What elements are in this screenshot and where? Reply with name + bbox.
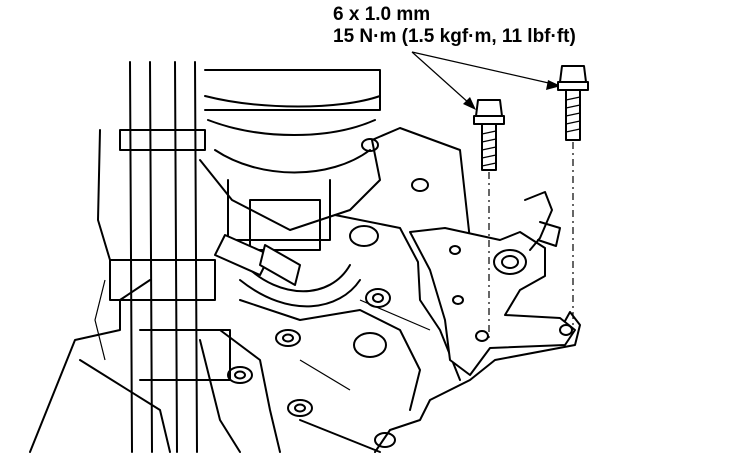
torque-callout: 6 x 1.0 mm 15 N·m (1.5 kgf·m, 11 lbf·ft) [333,4,576,48]
torque-spec-label: 15 N·m (1.5 kgf·m, 11 lbf·ft) [333,26,576,47]
thread-spec-label: 6 x 1.0 mm [333,4,431,25]
callout-leader-arrows [411,51,561,110]
detent-lever-bracket [409,191,576,376]
transmission-housing [29,127,581,453]
flange-bolt-right [557,65,589,326]
gear-assembly [204,69,381,308]
flange-bolt-left [473,99,505,338]
housing-bosses [227,138,429,448]
shift-shafts [94,61,241,453]
